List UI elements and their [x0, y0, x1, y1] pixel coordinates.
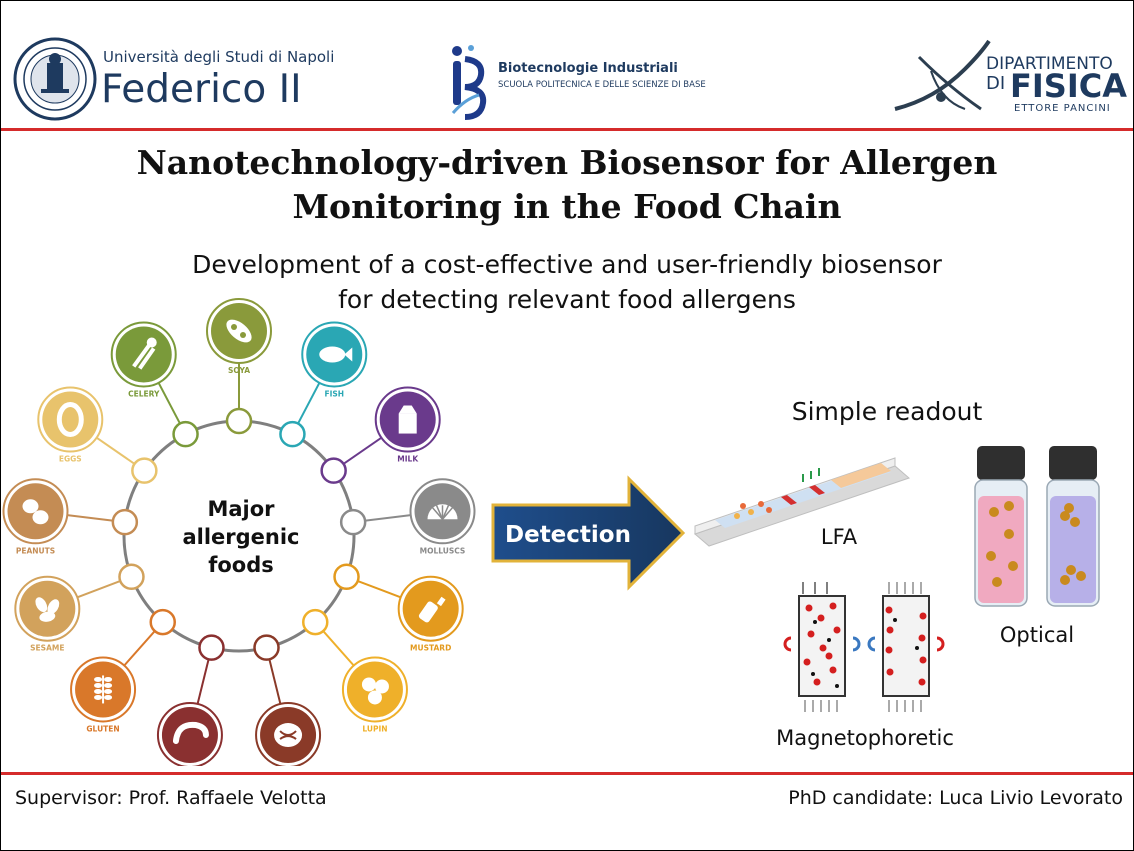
biotec-name: Biotecnologie Industriali — [498, 61, 678, 76]
fisica-sub: ETTORE PANCINI — [1014, 103, 1111, 114]
detection-arrow: Detection — [491, 475, 686, 591]
ring-node — [339, 508, 367, 536]
sesame-icon — [14, 575, 81, 642]
unina-seal-icon — [13, 37, 97, 121]
soy-icon — [206, 298, 272, 364]
wheel-center-line-1: Major — [207, 497, 275, 521]
ring-node — [111, 508, 139, 536]
egg-icon — [37, 386, 104, 453]
peanut-icon — [2, 478, 69, 545]
magnetophoretic-cell-left-icon — [783, 582, 861, 712]
ring-node — [333, 563, 360, 591]
shrimp-icon — [156, 702, 223, 766]
ring-node — [131, 457, 158, 484]
readout-title: Simple readout — [792, 397, 983, 426]
allergen-label: LUPIN — [362, 724, 387, 733]
allergen-wheel: SOYAFISHMILKMOLLUSCSMUSTARDLUPINTREE NUT… — [2, 298, 476, 766]
fisica-line1: DIPARTIMENTO — [986, 54, 1113, 74]
fisica-name: FISICA — [1010, 67, 1127, 105]
milk-icon — [374, 386, 441, 453]
fisica-logo-icon — [894, 39, 991, 111]
allergen-label: SESAME — [30, 644, 64, 653]
title-line-2: Monitoring in the Food Chain — [292, 187, 842, 226]
allergen-label: EGGS — [59, 455, 82, 464]
fish-icon — [301, 321, 368, 388]
supervisor-text: Supervisor: Prof. Raffaele Velotta — [15, 787, 327, 809]
ring-node — [320, 457, 347, 484]
wheel-center-line-3: foods — [208, 553, 274, 577]
ring-node — [198, 634, 225, 661]
allergen-label: MOLLUSCS — [420, 546, 466, 555]
allergen-label: GLUTEN — [86, 724, 119, 733]
biotec-logo-icon — [451, 45, 487, 120]
candidate-text: PhD candidate: Luca Livio Levorato — [788, 787, 1123, 809]
allergen-label: FISH — [324, 389, 344, 398]
ring-node — [118, 563, 145, 591]
page-title: Nanotechnology-driven Biosensor for Alle… — [1, 141, 1133, 229]
allergen-label: MILK — [397, 455, 419, 464]
lupin-icon — [341, 656, 408, 723]
magnetophoretic-label: Magnetophoretic — [776, 726, 954, 750]
footer-divider — [1, 772, 1133, 775]
subtitle-line-1: Development of a cost-effective and user… — [192, 250, 942, 279]
optical-label: Optical — [1000, 623, 1074, 647]
allergen-label: SOYA — [228, 366, 250, 375]
optical-vial-pink-icon — [974, 446, 1028, 607]
lfa-label: LFA — [821, 525, 858, 549]
subtitle-line-2: for detecting relevant food allergens — [338, 285, 796, 314]
wheel-center-line-2: allergenic — [182, 525, 299, 549]
ring-node — [253, 634, 280, 661]
ring-node — [172, 420, 199, 448]
wheat-icon — [70, 656, 137, 723]
unina-line2: Federico II — [101, 67, 302, 112]
ring-node — [302, 608, 329, 636]
biotec-school: SCUOLA POLITECNICA E DELLE SCIENZE DI BA… — [498, 80, 706, 90]
shell-icon — [409, 478, 476, 545]
ring-node — [149, 608, 176, 636]
mustard-icon — [397, 575, 464, 642]
readout-panel: Simple readout LFA — [694, 397, 1100, 750]
ring-node — [279, 420, 306, 448]
allergen-label: PEANUTS — [16, 546, 55, 555]
arrow-label: Detection — [505, 522, 631, 548]
title-line-1: Nanotechnology-driven Biosensor for Alle… — [136, 143, 998, 182]
nut-icon — [255, 702, 322, 766]
header-divider — [1, 128, 1133, 131]
magnetophoretic-cell-right-icon — [867, 582, 945, 712]
allergen-label: MUSTARD — [410, 644, 451, 653]
subtitle: Development of a cost-effective and user… — [1, 247, 1133, 317]
header-logos: Università degli Studi di Napoli Federic… — [13, 37, 1127, 121]
unina-line1: Università degli Studi di Napoli — [103, 48, 334, 66]
ring-node — [225, 407, 253, 435]
celery-icon — [110, 321, 177, 388]
fisica-di: DI — [986, 73, 1005, 94]
optical-vial-purple-icon — [1046, 446, 1100, 607]
lfa-strip-icon — [694, 457, 910, 547]
allergen-label: CELERY — [128, 389, 160, 398]
arrow-shape — [491, 475, 686, 591]
